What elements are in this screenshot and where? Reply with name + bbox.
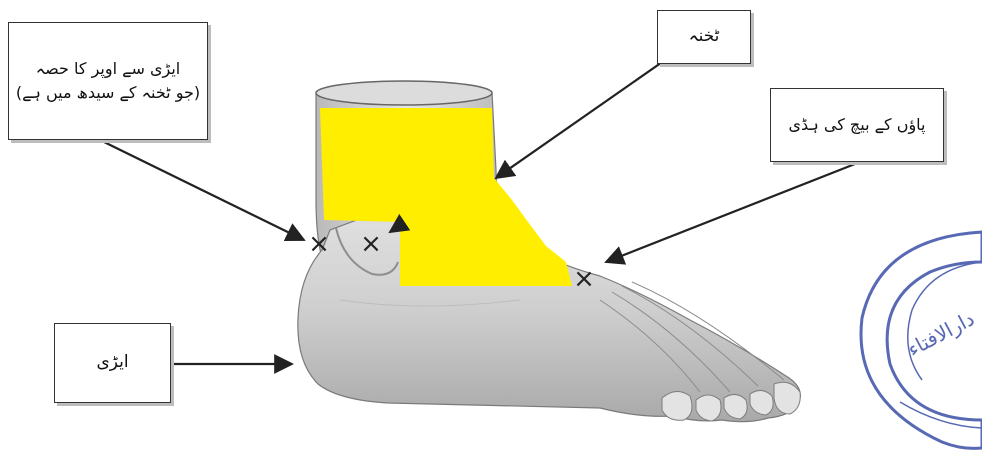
label-above-heel: ایڑی سے اوپر کا حصہ (جو ٹخنہ کے سیدھ میں… [8, 22, 208, 140]
arrow-instep [606, 162, 860, 262]
label-ankle: ٹخنہ [657, 10, 751, 64]
instep-marker: × [573, 264, 595, 294]
label-heel-text: ایڑی [96, 350, 128, 376]
label-instep: پاؤں کے بیچ کی ہڈی [770, 88, 944, 162]
stamp-text: دارالافتاء [903, 306, 978, 361]
arrow-above-heel [100, 140, 304, 240]
label-ankle-text: ٹخنہ [689, 24, 720, 50]
label-instep-text: پاؤں کے بیچ کی ہڈی [789, 113, 926, 137]
stamp-seal: دارالافتاء [861, 232, 982, 448]
label-above-heel-line1: ایڑی سے اوپر کا حصہ [36, 57, 180, 81]
leg-top-rim [316, 81, 492, 105]
ankle-marker: × [360, 229, 382, 259]
label-heel: ایڑی [54, 323, 171, 403]
arrow-ankle [496, 58, 668, 178]
label-above-heel-line2: (جو ٹخنہ کے سیدھ میں ہے) [16, 81, 200, 105]
heel-top-marker: × [308, 229, 330, 259]
